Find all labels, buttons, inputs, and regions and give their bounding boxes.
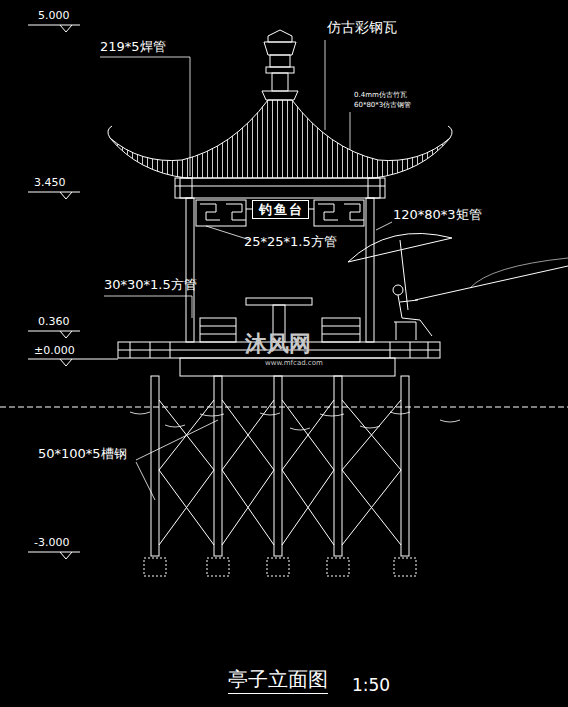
watermark-url: www.mfcad.com	[265, 360, 323, 368]
part-label: 50*100*5槽钢	[38, 447, 127, 461]
part-label: 60*80*3仿古钢管	[354, 102, 411, 110]
eave-beam	[175, 178, 385, 198]
part-label: 25*25*1.5方管	[244, 235, 337, 249]
piles	[144, 376, 416, 576]
water-line	[0, 407, 568, 408]
scale: 1:50	[352, 676, 390, 695]
level-value: 5.000	[38, 10, 70, 22]
part-label: 120*80*3矩管	[393, 208, 482, 222]
level-value: 0.360	[38, 316, 70, 328]
watermark: 沐风网	[245, 332, 311, 356]
caption: 亭子立面图	[228, 668, 328, 694]
lattice	[196, 200, 364, 226]
sign-board: 钓鱼台	[252, 200, 309, 219]
part-label: 仿古彩钢瓦	[327, 20, 397, 35]
leader-lines	[100, 40, 392, 500]
part-label: 30*30*1.5方管	[104, 278, 197, 292]
level-value: 3.450	[34, 177, 66, 189]
fisherman	[348, 233, 568, 340]
part-label: 219*5焊管	[100, 40, 166, 54]
level-value: -3.000	[34, 537, 69, 549]
part-label: 0.4mm仿古竹瓦	[354, 92, 407, 100]
level-value: ±0.000	[34, 345, 75, 357]
ripples	[130, 412, 460, 430]
eave-tips	[108, 126, 452, 138]
sign-text: 钓鱼台	[259, 203, 302, 217]
finial	[262, 30, 298, 100]
roof	[110, 100, 450, 178]
